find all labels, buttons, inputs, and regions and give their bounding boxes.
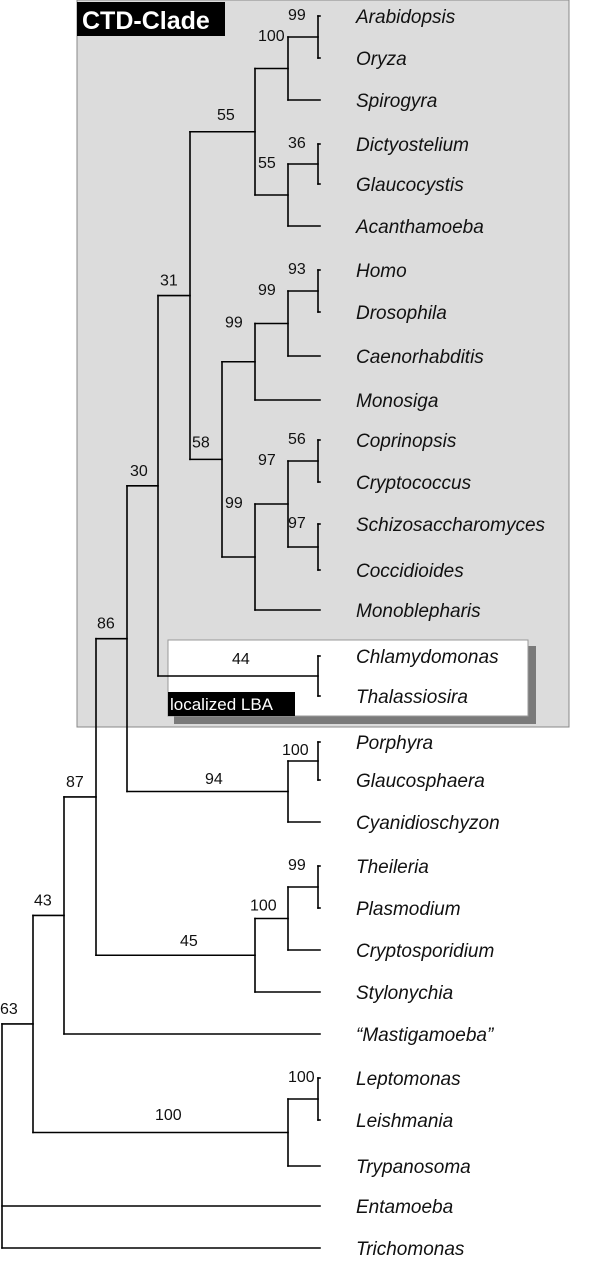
support-value: 55 (217, 107, 235, 124)
taxon-label: Drosophila (356, 303, 447, 324)
support-value: 56 (288, 431, 306, 448)
support-value: 99 (225, 315, 243, 332)
taxon-label: Coprinopsis (356, 431, 457, 452)
ctd-clade-label-bg (77, 2, 225, 36)
lba-label-bg (168, 692, 295, 716)
support-value: 44 (232, 651, 250, 668)
support-value: 99 (225, 495, 243, 512)
taxon-label: Porphyra (356, 733, 433, 754)
taxon-label: Arabidopsis (355, 7, 456, 28)
support-value: 45 (180, 933, 198, 950)
support-value: 100 (258, 28, 285, 45)
support-value: 36 (288, 135, 306, 152)
taxon-label: Glaucosphaera (356, 771, 485, 792)
support-value: 87 (66, 774, 84, 791)
taxon-label: “Mastigamoeba” (356, 1025, 495, 1046)
support-value: 93 (288, 261, 306, 278)
support-value: 99 (288, 857, 306, 874)
support-value: 100 (288, 1069, 315, 1086)
taxon-label: Theileria (356, 857, 429, 878)
taxon-label: Entamoeba (356, 1197, 453, 1218)
taxon-label: Cyanidioschyzon (356, 813, 500, 834)
taxon-label: Trichomonas (356, 1239, 465, 1260)
support-value: 58 (192, 434, 210, 451)
taxon-label: Dictyostelium (356, 135, 469, 156)
taxon-label: Acanthamoeba (355, 217, 484, 238)
taxon-label: Homo (356, 261, 407, 282)
support-value: 100 (282, 742, 309, 759)
taxon-label: Trypanosoma (356, 1157, 471, 1178)
taxon-label: Spirogyra (356, 91, 437, 112)
taxon-label: Plasmodium (356, 899, 461, 920)
taxon-label: Coccidioides (356, 561, 464, 582)
taxon-label: Monosiga (356, 391, 438, 412)
taxon-label: Monoblepharis (356, 601, 481, 622)
taxon-label: Stylonychia (356, 983, 453, 1004)
support-value: 31 (160, 273, 178, 290)
support-value: 86 (97, 616, 115, 633)
taxon-label: Chlamydomonas (356, 647, 499, 668)
taxon-label: Schizosaccharomyces (356, 515, 546, 536)
support-value: 99 (288, 7, 306, 24)
taxon-label: Cryptosporidium (356, 941, 494, 962)
support-value: 99 (258, 282, 276, 299)
ctd-clade-box (76, 0, 570, 728)
support-value: 100 (155, 1107, 182, 1124)
lba-label: localized LBA (170, 695, 274, 714)
support-value: 55 (258, 155, 276, 172)
taxon-label: Thalassiosira (356, 687, 468, 708)
support-value: 97 (258, 452, 276, 469)
support-value: 100 (250, 898, 277, 915)
taxon-label: Oryza (356, 49, 407, 70)
taxon-label: Glaucocystis (356, 175, 464, 196)
tree-labels: ArabidopsisOryzaSpirogyraDictyosteliumGl… (0, 7, 546, 1260)
support-value: 30 (130, 463, 148, 480)
taxon-label: Leptomonas (356, 1069, 461, 1090)
taxon-label: Leishmania (356, 1111, 453, 1132)
ctd-clade-label: CTD-Clade (82, 7, 210, 35)
support-value: 63 (0, 1001, 18, 1018)
taxon-label: Caenorhabditis (356, 347, 484, 368)
taxon-label: Cryptococcus (356, 473, 472, 494)
tree-branches (1, 15, 321, 1249)
support-value: 43 (34, 892, 52, 909)
support-value: 94 (205, 771, 223, 788)
support-value: 97 (288, 515, 306, 532)
